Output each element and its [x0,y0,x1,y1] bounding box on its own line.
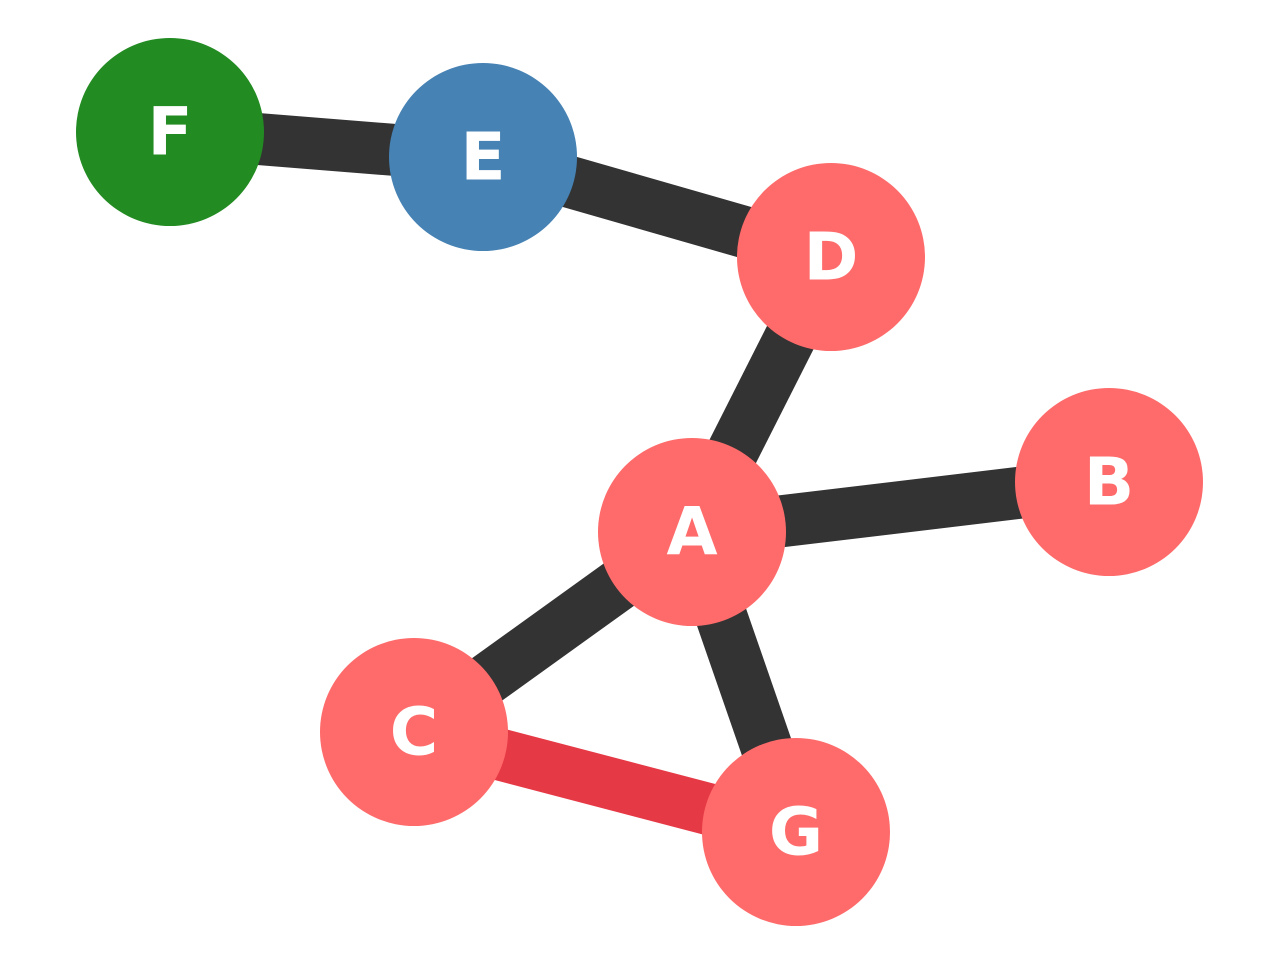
node-label: G [769,794,823,871]
node-label: F [147,94,192,171]
node-circle [320,638,508,826]
node-circle [389,63,577,251]
node-f: F [76,38,264,226]
node-b: B [1015,388,1203,576]
node-c: C [320,638,508,826]
node-label: E [460,119,505,196]
node-label: D [804,219,859,296]
node-circle [702,738,890,926]
node-d: D [737,163,925,351]
node-g: G [702,738,890,926]
node-label: B [1084,444,1134,521]
node-label: A [666,494,717,571]
nodes-layer: F E D B A C G [76,38,1203,926]
node-circle [1015,388,1203,576]
node-a: A [598,438,786,626]
node-e: E [389,63,577,251]
node-circle [598,438,786,626]
node-label: C [390,694,438,771]
node-circle [737,163,925,351]
node-circle [76,38,264,226]
